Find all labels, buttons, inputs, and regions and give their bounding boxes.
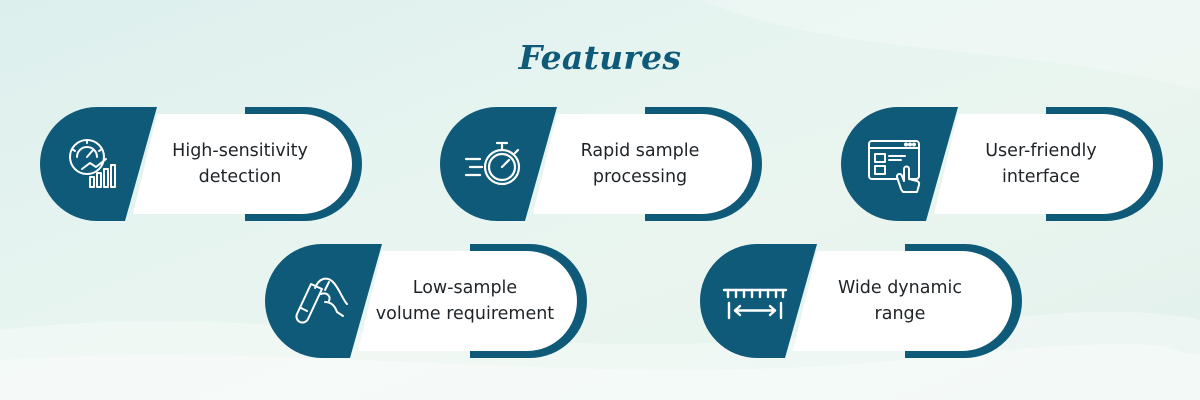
card-shape <box>841 107 1163 221</box>
card-shape <box>700 244 1022 358</box>
range-ruler-icon <box>720 266 790 336</box>
feature-label: User-friendly interface <box>985 141 1097 187</box>
feature-card-low-sample-volume: Low-sample volume requirement <box>265 244 587 358</box>
stopwatch-icon <box>460 129 530 199</box>
gauge-chart-icon <box>60 129 130 199</box>
browser-touch-icon <box>861 129 931 199</box>
card-shape <box>440 107 762 221</box>
feature-card-high-sensitivity: High-sensitivity detection <box>40 107 362 221</box>
feature-label: Low-sample volume requirement <box>375 278 555 324</box>
page-title: Features <box>518 38 682 77</box>
feature-card-rapid-processing: Rapid sample processing <box>440 107 762 221</box>
card-shape <box>40 107 362 221</box>
hand-test-tube-icon <box>285 266 355 336</box>
feature-card-wide-dynamic-range: Wide dynamic range <box>700 244 1022 358</box>
feature-card-user-friendly: User-friendly interface <box>841 107 1163 221</box>
feature-label: Rapid sample processing <box>580 141 700 187</box>
feature-label: Wide dynamic range <box>837 278 963 324</box>
feature-label: High-sensitivity detection <box>172 141 308 187</box>
card-shape <box>265 244 587 358</box>
